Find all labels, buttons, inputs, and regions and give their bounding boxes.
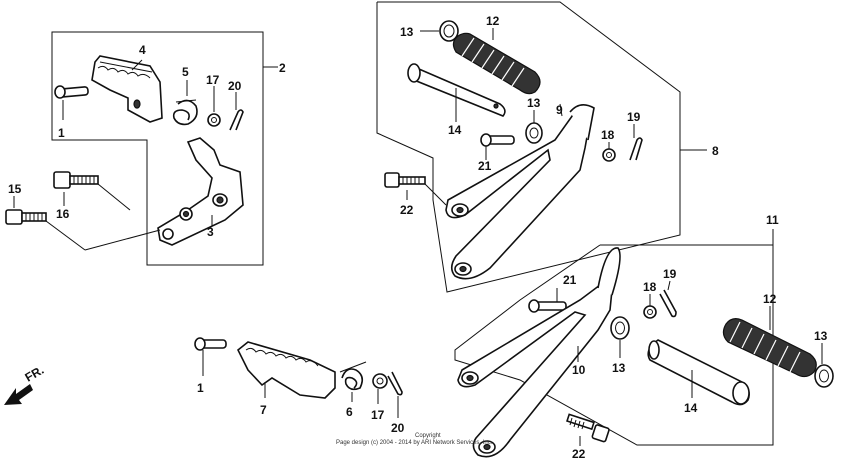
- callout-6: 6: [346, 405, 353, 419]
- callout-19-top: 19: [627, 110, 641, 124]
- cotter-pin-19-bottom: [659, 280, 677, 318]
- callout-13-mid: 13: [527, 96, 541, 110]
- callout-10: 10: [572, 363, 586, 377]
- spring-5-top: [172, 80, 198, 126]
- callout-13-bottom-right: 13: [814, 329, 828, 343]
- washer-13-bottom-right: [814, 343, 834, 388]
- callout-15: 15: [8, 182, 22, 196]
- callout-4: 4: [139, 43, 146, 57]
- callout-2: 2: [279, 61, 286, 75]
- bolt-22-bottom: [566, 413, 610, 446]
- spring-6: [339, 361, 367, 402]
- washer-13-bottom-left: [610, 316, 630, 358]
- cotter-pin-19-top: [629, 124, 643, 161]
- footpeg-pin-14-bottom: [647, 339, 750, 406]
- callout-9: 9: [556, 103, 563, 117]
- callout-5: 5: [182, 65, 189, 79]
- callout-13-top: 13: [400, 25, 414, 39]
- callout-3: 3: [207, 225, 214, 239]
- front-direction-label: FR.: [23, 363, 47, 385]
- callout-20-bottom: 20: [391, 421, 405, 435]
- washer-13-mid: [525, 110, 543, 144]
- footpeg-pin-14-top: [407, 63, 506, 122]
- callout-21-top: 21: [478, 159, 492, 173]
- bracket-3: [157, 137, 244, 246]
- callout-22-top: 22: [400, 203, 414, 217]
- callout-1-bottom: 1: [197, 381, 204, 395]
- washer-17-top: [207, 86, 221, 127]
- group-11-frame: [454, 229, 774, 446]
- cotter-pin-20-top: [229, 92, 244, 131]
- clevis-pin-1-bottom: [194, 337, 227, 376]
- clevis-pin-21-top: [480, 133, 515, 160]
- callout-12-bottom: 12: [763, 292, 777, 306]
- group-8-frame: [376, 1, 707, 293]
- washer-13-top: [420, 20, 459, 42]
- clevis-pin-1-top: [54, 85, 89, 120]
- bolt-16: [53, 171, 131, 211]
- callout-13-bottom-left: 13: [612, 361, 626, 375]
- footpeg-bracket-10: [457, 247, 621, 458]
- callout-20-top: 20: [228, 79, 242, 93]
- callout-8: 8: [712, 144, 719, 158]
- grip-rubber-12-bottom: [722, 306, 817, 378]
- front-direction-arrow-icon: [4, 384, 33, 405]
- washer-18-top: [602, 142, 616, 162]
- washer-17-bottom: [372, 373, 388, 404]
- callout-16: 16: [56, 207, 70, 221]
- callout-18-bottom: 18: [643, 280, 657, 294]
- callout-17-bottom: 17: [371, 408, 385, 422]
- callout-7: 7: [260, 403, 267, 417]
- bolt-15: [5, 196, 161, 251]
- group-2-frame: [51, 31, 278, 266]
- callout-11: 11: [766, 213, 779, 227]
- callout-19-bottom: 19: [663, 267, 677, 281]
- callout-12-top: 12: [486, 14, 500, 28]
- washer-18-bottom: [643, 294, 657, 319]
- callout-21-bottom: 21: [563, 273, 577, 287]
- callout-18-top: 18: [601, 128, 615, 142]
- callout-17-top: 17: [206, 73, 220, 87]
- footpeg-bracket-9: [445, 103, 595, 280]
- step-7: [236, 341, 336, 399]
- callout-1-top: 1: [58, 126, 65, 140]
- grip-rubber-12-top: [452, 28, 541, 95]
- bolt-22-top: [384, 172, 447, 206]
- cotter-pin-20-bottom: [387, 371, 403, 418]
- callout-14-top: 14: [448, 123, 462, 137]
- clevis-pin-21-bottom: [528, 288, 567, 313]
- callout-14-bottom: 14: [684, 401, 698, 415]
- step-4: [91, 55, 163, 123]
- copyright-line-1: Copyright: [415, 433, 441, 439]
- copyright-line-2: Page design (c) 2004 - 2014 by ARI Netwo…: [336, 440, 493, 446]
- callout-22-bottom: 22: [572, 447, 586, 461]
